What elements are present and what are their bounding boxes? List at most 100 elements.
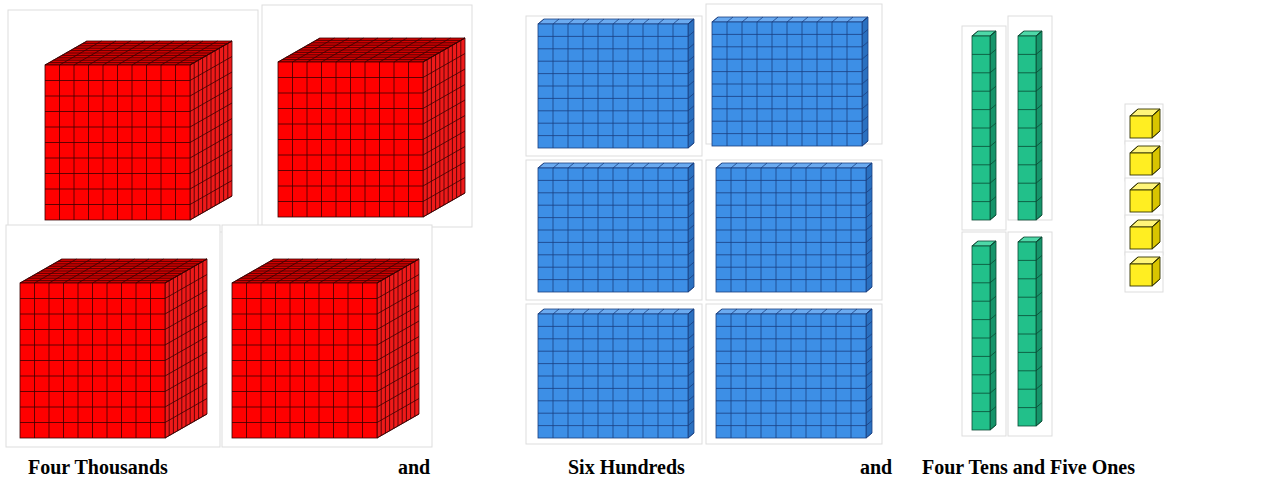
grid-line <box>1018 352 1036 353</box>
grid-line <box>862 17 868 22</box>
grid-line <box>538 376 688 377</box>
grid-line <box>712 121 862 122</box>
grid-line <box>270 261 415 262</box>
grid-line <box>377 414 419 438</box>
front-face <box>716 314 866 438</box>
grid-line <box>1018 278 1036 279</box>
grid-line <box>1036 31 1042 36</box>
grid-line <box>538 400 688 401</box>
grid-line <box>1018 334 1036 335</box>
grid-line <box>1152 168 1160 175</box>
top-face <box>716 309 872 314</box>
side-face <box>688 163 694 292</box>
grid-line <box>972 264 990 265</box>
grid-line <box>1036 329 1042 334</box>
grid-line <box>990 259 996 264</box>
grid-line <box>746 309 752 314</box>
grid-line <box>791 309 797 314</box>
grid-line <box>538 192 688 193</box>
grid-line <box>688 225 694 230</box>
grid-line <box>628 309 634 314</box>
grid-line <box>972 282 990 283</box>
grid-line <box>731 309 737 314</box>
grid-line <box>990 68 996 73</box>
hundred-flat <box>538 309 694 438</box>
grid-line <box>232 345 377 346</box>
grid-line <box>299 50 444 51</box>
grid-line <box>1152 183 1160 190</box>
grid-line <box>62 55 207 56</box>
grid-line <box>377 259 419 283</box>
grid-line <box>688 237 694 242</box>
front-face <box>716 168 866 292</box>
grid-line <box>972 146 990 147</box>
grid-line <box>538 425 688 426</box>
grid-line <box>1130 220 1138 227</box>
grid-line <box>972 164 990 165</box>
front-face <box>972 36 990 220</box>
grid-line <box>377 368 419 392</box>
grid-line <box>862 91 868 96</box>
grid-line <box>716 192 866 193</box>
grid-line <box>598 163 604 168</box>
grid-line <box>1152 242 1160 249</box>
grid-line <box>990 31 996 36</box>
grid-line <box>990 178 996 183</box>
grid-line <box>866 200 872 205</box>
grid-line <box>757 17 763 22</box>
one-unit <box>1130 109 1160 138</box>
grid-line <box>423 54 465 78</box>
side-face <box>990 241 996 430</box>
ten-rod <box>972 241 996 430</box>
grid-line <box>742 17 748 22</box>
grid-line <box>688 131 694 136</box>
grid-line <box>278 201 423 202</box>
grid-line <box>972 72 990 73</box>
grid-line <box>658 19 664 24</box>
grid-line <box>1018 91 1036 92</box>
grid-line <box>538 61 688 62</box>
front-face <box>232 283 377 438</box>
grid-line <box>712 71 862 72</box>
grid-line <box>731 163 737 168</box>
side-face <box>377 259 419 438</box>
grid-line <box>727 17 733 22</box>
card <box>1008 232 1052 436</box>
grid-line <box>990 197 996 202</box>
card <box>262 5 472 227</box>
grid-line <box>990 241 996 246</box>
grid-line <box>165 259 207 283</box>
grid-line <box>712 108 862 109</box>
grid-line <box>862 79 868 84</box>
grid-line <box>1036 160 1042 165</box>
grid-line <box>240 278 385 279</box>
grid-line <box>866 359 872 364</box>
card <box>706 160 882 300</box>
one-unit <box>1130 146 1160 175</box>
top-face <box>538 309 694 314</box>
grid-line <box>423 100 465 124</box>
front-face <box>1018 36 1036 220</box>
grid-line <box>761 163 767 168</box>
side-face <box>688 309 694 438</box>
grid-line <box>28 278 173 279</box>
grid-line <box>165 306 207 330</box>
grid-line <box>746 163 752 168</box>
grid-line <box>688 346 694 351</box>
hundred-flat <box>716 309 872 438</box>
front-face <box>538 168 688 292</box>
grid-line <box>423 162 465 186</box>
grid-line <box>278 170 423 171</box>
grid-line <box>716 279 866 280</box>
grid-line <box>377 321 419 345</box>
grid-line <box>278 93 423 94</box>
grid-line <box>990 105 996 110</box>
grid-line <box>1018 370 1036 371</box>
grid-line <box>688 56 694 61</box>
grid-line <box>553 163 559 168</box>
grid-line <box>45 96 190 97</box>
grid-line <box>165 321 207 345</box>
grid-line <box>1036 49 1042 54</box>
grid-line <box>806 163 812 168</box>
